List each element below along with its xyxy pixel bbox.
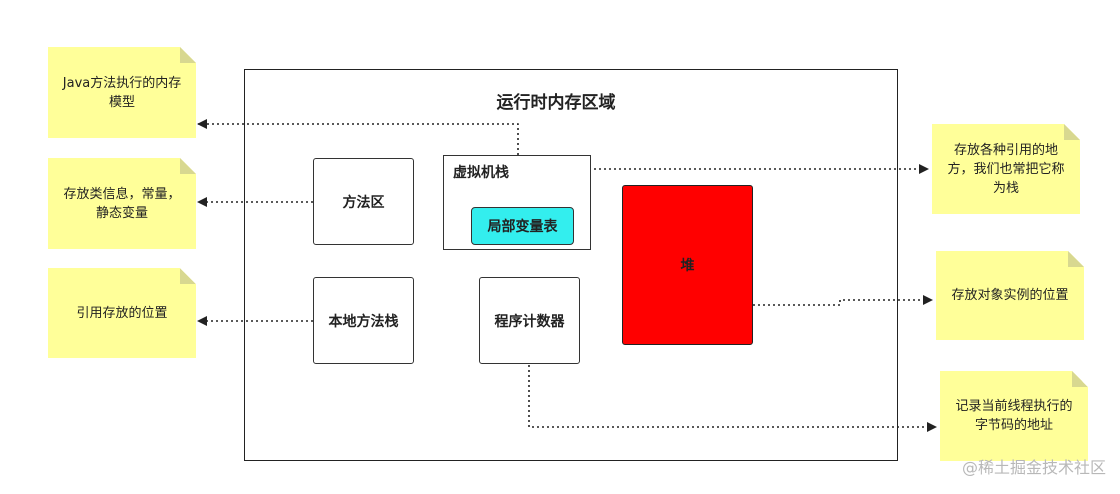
note-reference-location: 引用存放的位置 xyxy=(48,268,196,358)
heap-box: 堆 xyxy=(622,185,753,345)
pc-register-label: 程序计数器 xyxy=(494,313,565,330)
connector-pc-to-bytecode-address xyxy=(528,365,937,432)
native-method-stack-label: 本地方法栈 xyxy=(328,313,399,330)
local-var-table-label: 局部变量表 xyxy=(487,219,558,235)
note-java-method-model: Java方法执行的内存模型 xyxy=(48,47,196,138)
method-area-label: 方法区 xyxy=(342,194,385,211)
runtime-memory-frame xyxy=(244,69,898,461)
connector-vm-stack-to-method-model xyxy=(197,119,519,155)
note-object-instance: 存放对象实例的位置 xyxy=(936,251,1084,340)
diagram-title: 运行时内存区域 xyxy=(496,93,616,113)
vm-stack-label: 虚拟机栈 xyxy=(453,165,509,181)
local-var-table-box: 局部变量表 xyxy=(471,207,574,245)
note-reference-stack: 存放各种引用的地方，我们也常把它称为栈 xyxy=(932,124,1080,214)
heap-label: 堆 xyxy=(680,258,695,274)
method-area-box: 方法区 xyxy=(313,158,414,245)
native-method-stack-box: 本地方法栈 xyxy=(313,277,414,364)
watermark: @稀土掘金技术社区 xyxy=(961,458,1106,477)
pc-register-box: 程序计数器 xyxy=(479,277,580,364)
note-class-info: 存放类信息，常量，静态变量 xyxy=(48,158,196,249)
note-bytecode-address: 记录当前线程执行的字节码的地址 xyxy=(940,371,1088,461)
